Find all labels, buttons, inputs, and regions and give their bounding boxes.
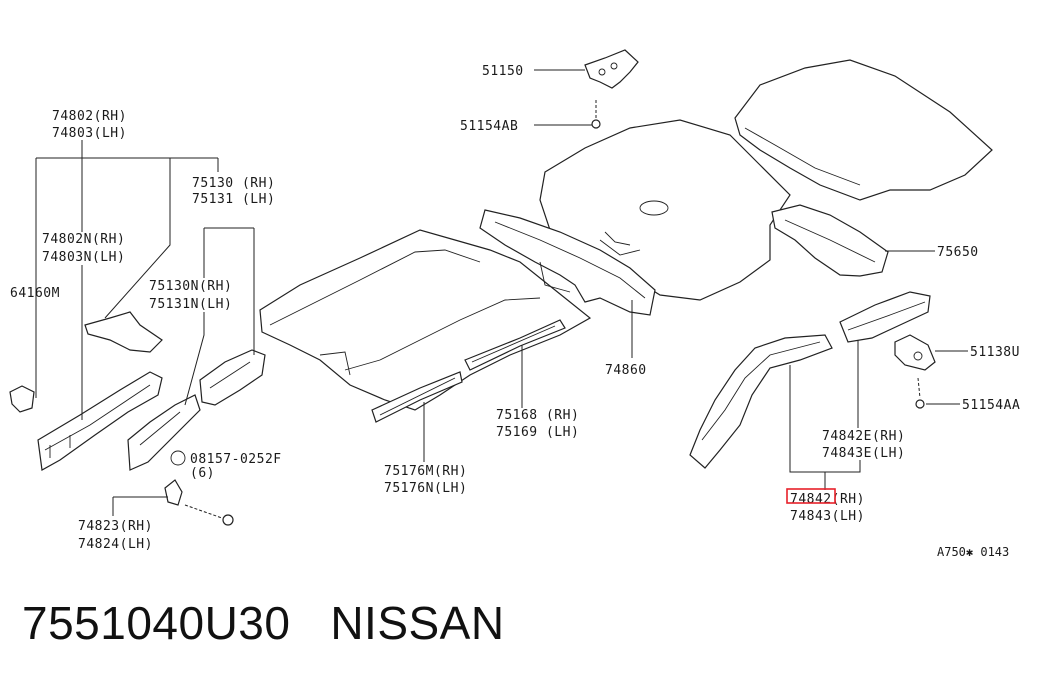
label-75176M: 75176M(RH) bbox=[384, 464, 467, 479]
bolt-51154AA bbox=[915, 377, 925, 409]
label-74843: 74843(LH) bbox=[790, 509, 865, 524]
rear-side-member-74842E bbox=[839, 291, 931, 343]
label-74802: 74802(RH) bbox=[52, 109, 127, 124]
label-74803: 74803(LH) bbox=[52, 126, 127, 141]
label-74824: 74824(LH) bbox=[78, 537, 153, 552]
label-51138U: 51138U bbox=[970, 345, 1020, 360]
label-74860: 74860 bbox=[605, 363, 647, 378]
bracket-74802N bbox=[84, 311, 163, 353]
label-51150: 51150 bbox=[482, 64, 524, 79]
label-74803N: 74803N(LH) bbox=[42, 250, 125, 265]
rear-cross-member-75650 bbox=[771, 204, 889, 277]
bracket-51138U bbox=[894, 334, 936, 371]
front-floor-pan bbox=[259, 229, 592, 411]
footer-part-number: 7551040U30 bbox=[22, 597, 291, 649]
side-member-75130 bbox=[127, 394, 201, 471]
bracket-74823 bbox=[164, 479, 183, 506]
diagram-reference: A750✱ 0143 bbox=[937, 545, 1009, 559]
label-74842: 74842(RH) bbox=[790, 492, 865, 507]
label-75168: 75168 (RH) bbox=[496, 408, 579, 423]
label-75169: 75169 (LH) bbox=[496, 425, 579, 440]
rear-floor-panel bbox=[734, 59, 993, 201]
label-75130N: 75130N(RH) bbox=[149, 279, 232, 294]
footer-spacer bbox=[290, 597, 330, 649]
label-08157: 08157-0252F bbox=[190, 452, 282, 467]
clip-64160M bbox=[9, 385, 35, 413]
label-74823: 74823(RH) bbox=[78, 519, 153, 534]
label-74802N: 74802N(RH) bbox=[42, 232, 125, 247]
floor-member-75168 bbox=[464, 319, 566, 371]
label-75130: 75130 (RH) bbox=[192, 176, 275, 191]
screw-08157-symbol bbox=[170, 450, 186, 466]
bolt-51154AB bbox=[591, 100, 601, 129]
side-member-74802 bbox=[37, 371, 163, 471]
bracket-51150 bbox=[584, 49, 639, 89]
label-75176N: 75176N(LH) bbox=[384, 481, 467, 496]
highlight-box bbox=[786, 488, 836, 504]
label-75131N: 75131N(LH) bbox=[149, 297, 232, 312]
rear-side-member-74842 bbox=[689, 334, 833, 469]
label-51154AB: 51154AB bbox=[460, 119, 518, 134]
label-75131: 75131 (LH) bbox=[192, 192, 275, 207]
label-75650: 75650 bbox=[937, 245, 979, 260]
cross-member-74860 bbox=[479, 209, 656, 316]
footer-caption: 7551040U30 NISSAN bbox=[22, 596, 505, 650]
label-64160M: 64160M bbox=[10, 286, 60, 301]
bracket-75130N bbox=[199, 349, 266, 406]
leader-lines bbox=[35, 69, 968, 516]
side-member-75176 bbox=[371, 371, 463, 423]
bolt-08157 bbox=[184, 504, 234, 526]
label-51154AA: 51154AA bbox=[962, 398, 1020, 413]
label-qty6: (6) bbox=[190, 466, 215, 481]
part-labels: 51150 51154AB 74802(RH) 74803(LH) 75130 … bbox=[10, 64, 1020, 559]
label-74843E: 74843E(LH) bbox=[822, 446, 905, 461]
label-74842E: 74842E(RH) bbox=[822, 429, 905, 444]
footer-brand: NISSAN bbox=[330, 597, 505, 649]
